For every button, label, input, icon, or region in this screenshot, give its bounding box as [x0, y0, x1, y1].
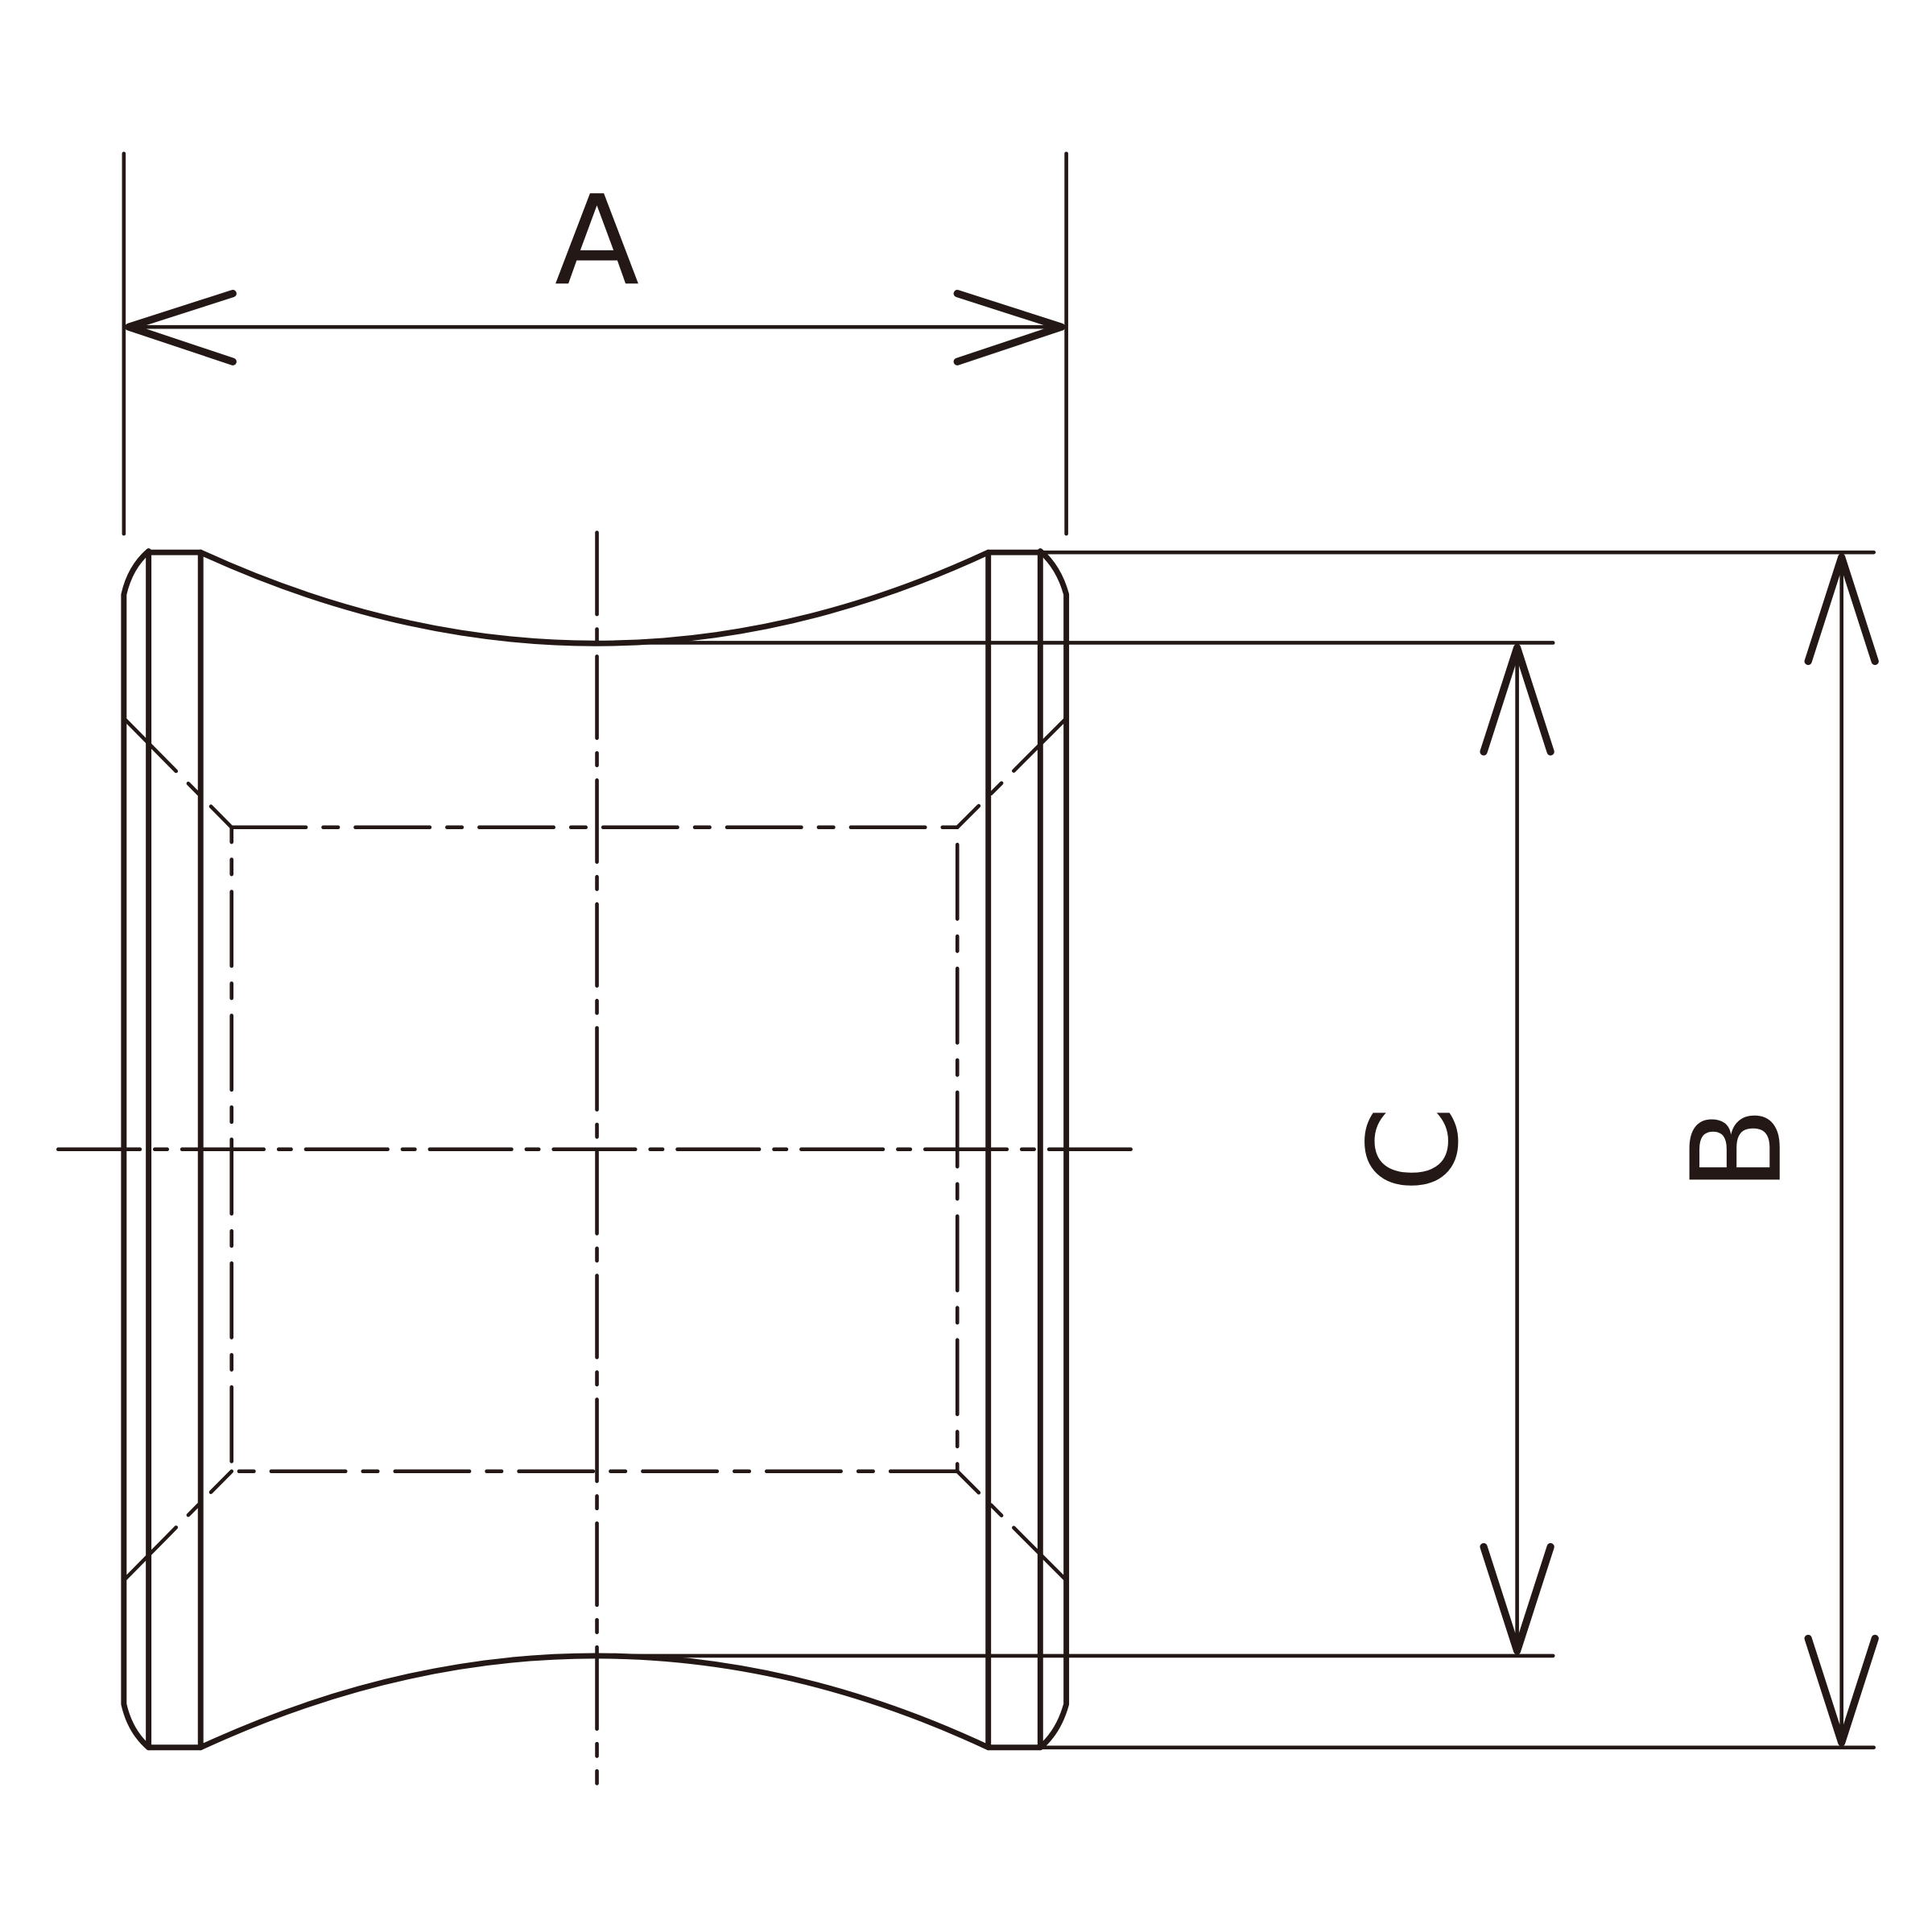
- dimension-c: C: [1342, 644, 1554, 1655]
- dimension-a: A: [125, 169, 1066, 365]
- label-a: A: [555, 169, 639, 313]
- dimension-b: B: [1666, 553, 1879, 1747]
- label-b: B: [1666, 1107, 1810, 1192]
- label-c: C: [1342, 1106, 1486, 1192]
